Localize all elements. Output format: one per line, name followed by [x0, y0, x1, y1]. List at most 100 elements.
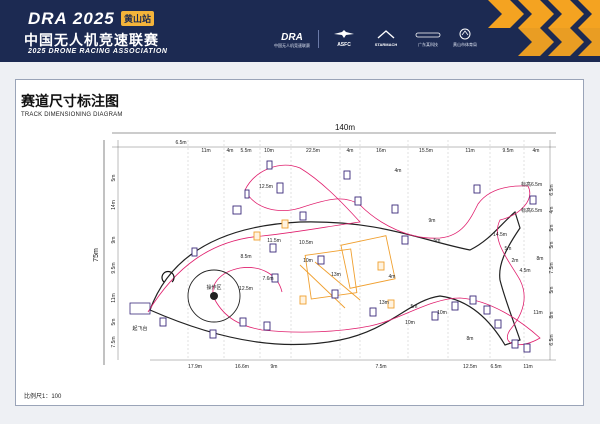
dim-inner: 4m: [395, 168, 402, 174]
dim-inner: 8m: [537, 256, 544, 262]
dra-logo: DRA 中国无人机竞速联赛: [274, 32, 310, 48]
dim-bottom: 6.5m: [490, 364, 501, 370]
gate: [494, 319, 502, 329]
gate: [271, 273, 279, 283]
asfc-logo: ASFC: [326, 30, 362, 48]
gate: [159, 317, 167, 327]
gate: [473, 184, 481, 194]
gate: [209, 329, 217, 339]
brand-station-tag: 黄山站: [121, 11, 155, 26]
gate: [401, 235, 409, 245]
gates: [159, 160, 537, 353]
gate: [431, 311, 439, 321]
diagram-subtitle: TRACK DIMENSIONING DIAGRAM: [21, 112, 123, 118]
gate: [244, 189, 250, 199]
brand-chinese-title: 中国无人机竞速联赛: [24, 32, 159, 48]
sponsor-logo: 广东某科技: [410, 30, 446, 48]
gate-orange: [377, 261, 385, 271]
height-label: 标高6.5m: [521, 207, 542, 214]
total-width-label: 140m: [335, 123, 355, 132]
pilot-area-circle: [187, 269, 241, 323]
gate: [299, 211, 307, 221]
gate: [331, 289, 339, 299]
dim-left: 5m: [111, 175, 117, 182]
dim-inner: 11.5m: [267, 238, 281, 244]
dim-inner: 10m: [405, 320, 415, 326]
total-height-label: 75m: [93, 248, 100, 262]
dim-inner: 13m: [331, 272, 341, 278]
gate: [511, 339, 519, 349]
dim-bottom: 12.5m: [463, 364, 477, 370]
header-banner: DRA 2025 黄山站 中国无人机竞速联赛 2025 DRONE RACING…: [0, 0, 600, 62]
dim-left: 5m: [111, 319, 117, 326]
dim-bottom: 11m: [523, 364, 532, 370]
dim-top: 11m: [201, 148, 210, 154]
dim-top: 11m: [465, 148, 474, 154]
dim-left: 7.5m: [111, 336, 117, 347]
launch-pad-label: 起飞台: [132, 325, 147, 332]
dim-right: 5m: [549, 225, 555, 232]
dim-inner: 10.5m: [299, 240, 313, 246]
dim-inner: 5m: [434, 238, 441, 244]
dim-inner: 8m: [467, 336, 474, 342]
dim-left: 9m: [111, 237, 117, 244]
pilot-area-center: [210, 292, 218, 300]
dim-inner: 13m: [379, 300, 389, 306]
dim-bottom: 17.9m: [188, 364, 202, 370]
huangshan-sports-logo: 黄山市体育局: [448, 28, 482, 48]
dim-top: 9.5m: [502, 148, 513, 154]
gate: [483, 305, 491, 315]
gate: [266, 160, 273, 170]
dim-bottom: 16.6m: [235, 364, 249, 370]
dim-top: 4m: [347, 148, 354, 154]
dim-inner: 5m: [505, 246, 512, 252]
gate-orange: [253, 231, 261, 241]
dim-right: 6.5m: [549, 184, 555, 195]
gate: [269, 243, 277, 253]
chevron-decoration: [488, 0, 600, 56]
dim-inner: 10m: [303, 258, 313, 264]
start-arrow-icon: [161, 271, 175, 283]
dim-top: 6.5m: [175, 140, 186, 146]
dim-inner: 4m: [389, 274, 396, 280]
gate: [451, 301, 459, 311]
dim-right: 8m: [549, 312, 555, 319]
gate: [276, 182, 284, 194]
gate: [529, 195, 537, 205]
gate: [317, 255, 325, 265]
flight-path: [147, 164, 541, 346]
dim-top: 16m: [376, 148, 386, 154]
gate: [191, 247, 198, 257]
dim-inner: 8.5m: [240, 254, 251, 260]
dim-inner: 12.5m: [239, 286, 253, 292]
gate-orange: [281, 219, 289, 229]
dim-top: 4m: [227, 148, 234, 154]
gate: [469, 295, 477, 305]
logo-divider: [318, 30, 319, 48]
diagram-sheet: [15, 79, 584, 406]
gate: [263, 321, 271, 331]
dim-right: 6.5m: [549, 334, 555, 345]
gate-orange: [387, 299, 395, 309]
dim-right: 5m: [549, 242, 555, 249]
dim-bottom: 7.5m: [375, 364, 386, 370]
dim-right: 7.5m: [549, 262, 555, 273]
diagram-title: 赛道尺寸标注图: [21, 93, 119, 109]
dim-inner: 11m: [533, 310, 542, 316]
gate: [239, 317, 247, 327]
gate: [354, 196, 362, 206]
orange-section: [340, 235, 396, 289]
height-label: 标高6.5m: [521, 181, 542, 188]
dim-right: 4m: [549, 207, 555, 214]
dim-inner: 12.5m: [259, 184, 273, 190]
dim-inner: 10m: [437, 310, 447, 316]
brand-english-title: 2025 DRONE RACING ASSOCIATION: [28, 48, 168, 55]
gate: [232, 205, 242, 215]
dim-top: 15.5m: [419, 148, 433, 154]
dim-inner: 5m: [411, 304, 418, 310]
gate-orange: [299, 295, 307, 305]
dim-inner: 7.6m: [262, 276, 273, 282]
dim-top: 10m: [264, 148, 274, 154]
pilot-area-label: 操作区: [206, 284, 221, 291]
